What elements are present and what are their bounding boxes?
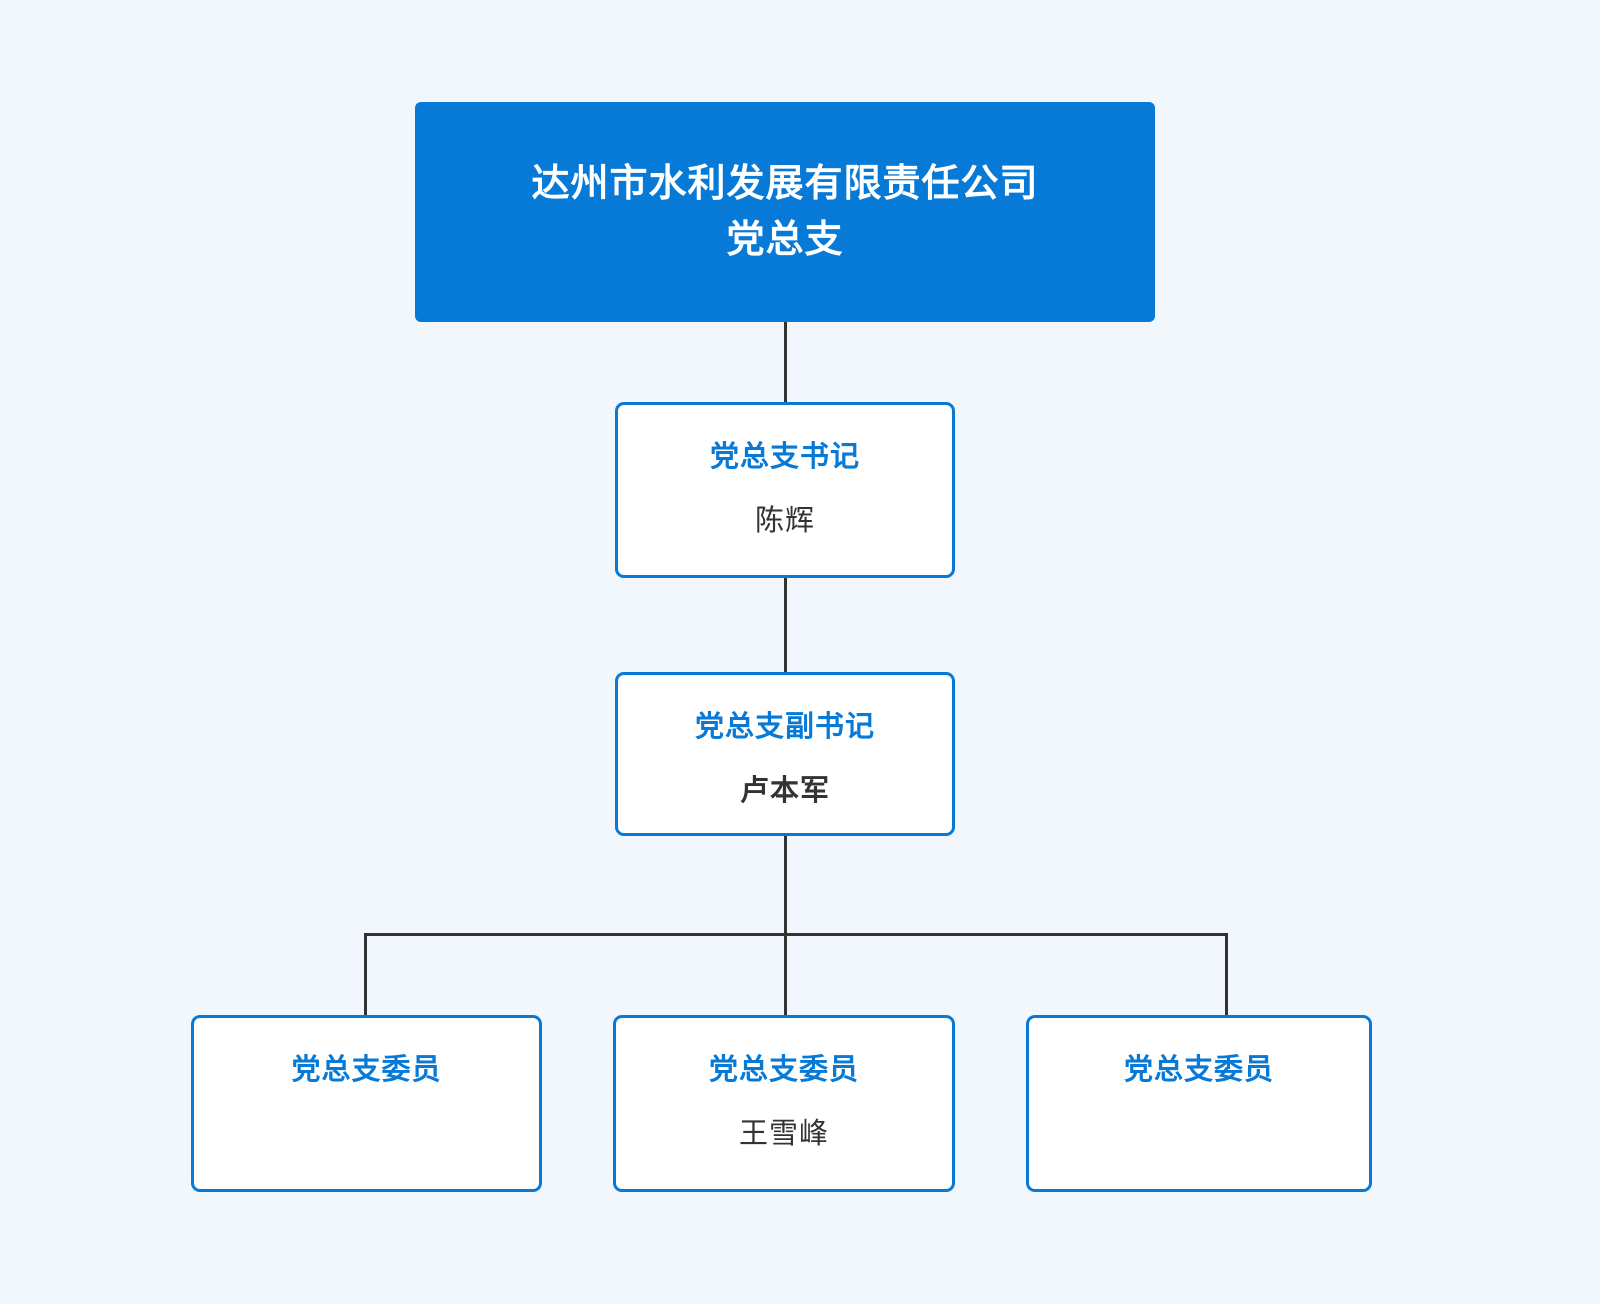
node-root-party-branch[interactable]: 达州市水利发展有限责任公司 党总支 [415, 102, 1155, 322]
node-person-name: 王雪峰 [738, 1117, 829, 1150]
root-title-line-2: 党总支 [726, 219, 844, 261]
connector-bus-to-member-1 [364, 933, 367, 1015]
node-title: 党总支委员 [291, 1054, 442, 1086]
node-title: 党总支委员 [1123, 1054, 1274, 1086]
connector-secretary-to-vice [784, 578, 787, 672]
node-title: 党总支委员 [708, 1054, 859, 1086]
root-title: 达州市水利发展有限责任公司 党总支 [531, 156, 1038, 268]
connector-root-to-secretary [784, 322, 787, 402]
node-committee-member-3[interactable]: 党总支委员 [1026, 1015, 1372, 1192]
node-person-name: 卢本军 [739, 774, 830, 807]
connector-bus-to-member-3 [1225, 933, 1228, 1015]
node-party-vice-secretary[interactable]: 党总支副书记 卢本军 [615, 672, 955, 836]
node-party-secretary[interactable]: 党总支书记 陈辉 [615, 402, 955, 578]
root-title-line-1: 达州市水利发展有限责任公司 [531, 162, 1039, 205]
connector-bus-to-member-2 [784, 933, 787, 1015]
node-committee-member-1[interactable]: 党总支委员 [191, 1015, 542, 1192]
node-title: 党总支副书记 [694, 711, 875, 743]
connector-vice-to-bus [784, 836, 787, 936]
node-committee-member-2[interactable]: 党总支委员 王雪峰 [613, 1015, 955, 1192]
node-title: 党总支书记 [709, 441, 860, 473]
connector-bus-horizontal [364, 933, 1228, 936]
node-person-name: 陈辉 [754, 504, 815, 537]
